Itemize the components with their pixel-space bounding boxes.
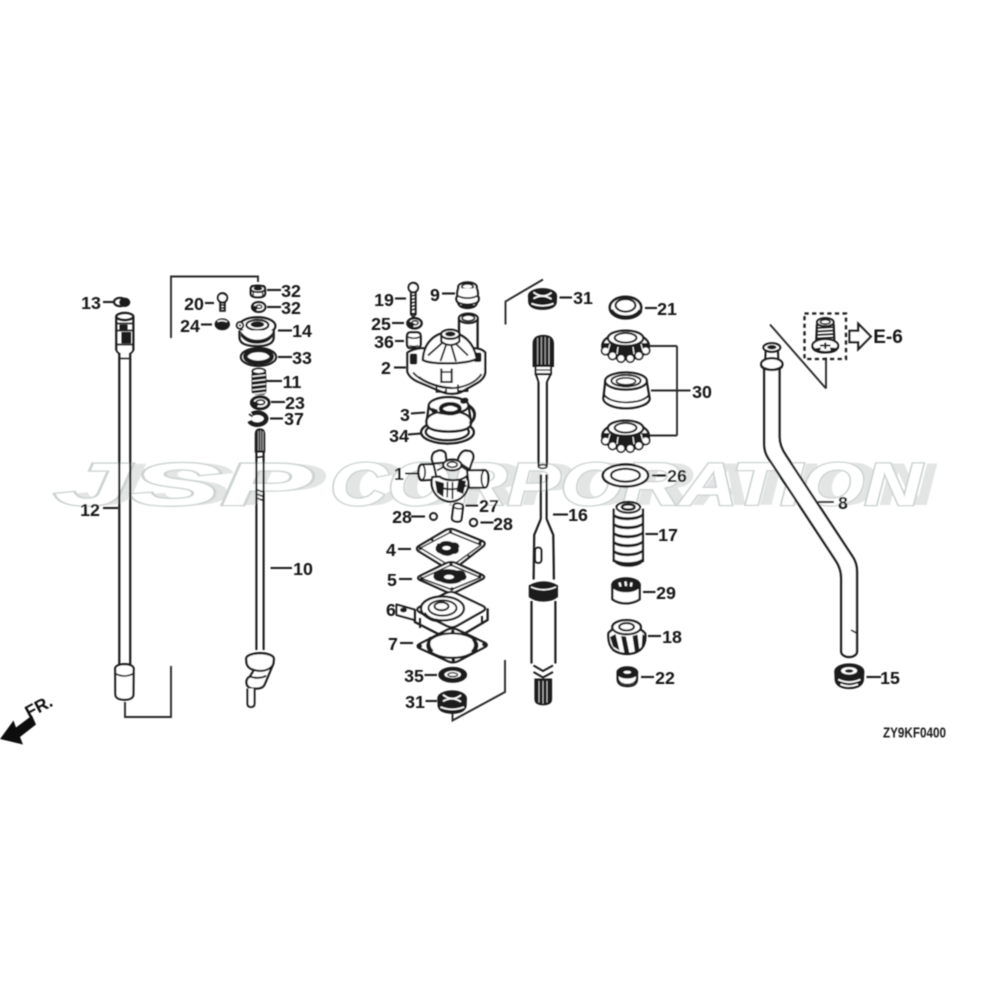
svg-text:13: 13 [81, 293, 101, 313]
svg-text:37: 37 [284, 409, 304, 429]
svg-text:14: 14 [292, 321, 312, 341]
svg-text:11: 11 [283, 372, 302, 392]
svg-text:28: 28 [493, 514, 513, 534]
svg-text:21: 21 [657, 299, 677, 319]
svg-text:30: 30 [692, 382, 712, 402]
svg-text:34: 34 [389, 426, 409, 446]
svg-text:20: 20 [184, 294, 204, 314]
svg-text:32: 32 [281, 298, 301, 318]
svg-text:19: 19 [374, 290, 394, 310]
svg-text:23: 23 [285, 393, 305, 413]
svg-text:ZY9KF0400: ZY9KF0400 [883, 725, 946, 742]
svg-text:33: 33 [292, 348, 312, 368]
svg-text:2: 2 [381, 358, 391, 378]
svg-text:1: 1 [394, 464, 404, 484]
svg-text:E-6: E-6 [873, 327, 903, 348]
svg-text:22: 22 [655, 668, 675, 688]
svg-text:28: 28 [392, 507, 412, 527]
svg-text:26: 26 [667, 466, 687, 486]
svg-text:17: 17 [658, 525, 678, 545]
svg-text:12: 12 [80, 500, 100, 520]
svg-text:4: 4 [386, 540, 396, 560]
svg-text:27: 27 [479, 496, 499, 516]
svg-text:25: 25 [371, 314, 391, 334]
svg-text:15: 15 [880, 668, 900, 688]
svg-text:8: 8 [838, 493, 848, 513]
svg-text:18: 18 [662, 627, 682, 647]
svg-text:31: 31 [405, 692, 425, 712]
svg-text:9: 9 [430, 285, 440, 305]
svg-text:29: 29 [656, 583, 676, 603]
svg-text:32: 32 [281, 281, 301, 301]
svg-text:10: 10 [293, 559, 313, 579]
svg-text:6: 6 [386, 600, 396, 620]
svg-text:24: 24 [180, 316, 200, 336]
svg-text:31: 31 [573, 288, 593, 308]
svg-text:35: 35 [404, 666, 424, 686]
svg-text:3: 3 [400, 405, 410, 425]
svg-text:16: 16 [568, 505, 588, 525]
svg-text:7: 7 [388, 634, 398, 654]
svg-text:36: 36 [374, 332, 394, 352]
svg-text:JSP: JSP [54, 451, 314, 518]
svg-text:5: 5 [387, 570, 397, 590]
svg-text:JSP: JSP [68, 451, 328, 518]
